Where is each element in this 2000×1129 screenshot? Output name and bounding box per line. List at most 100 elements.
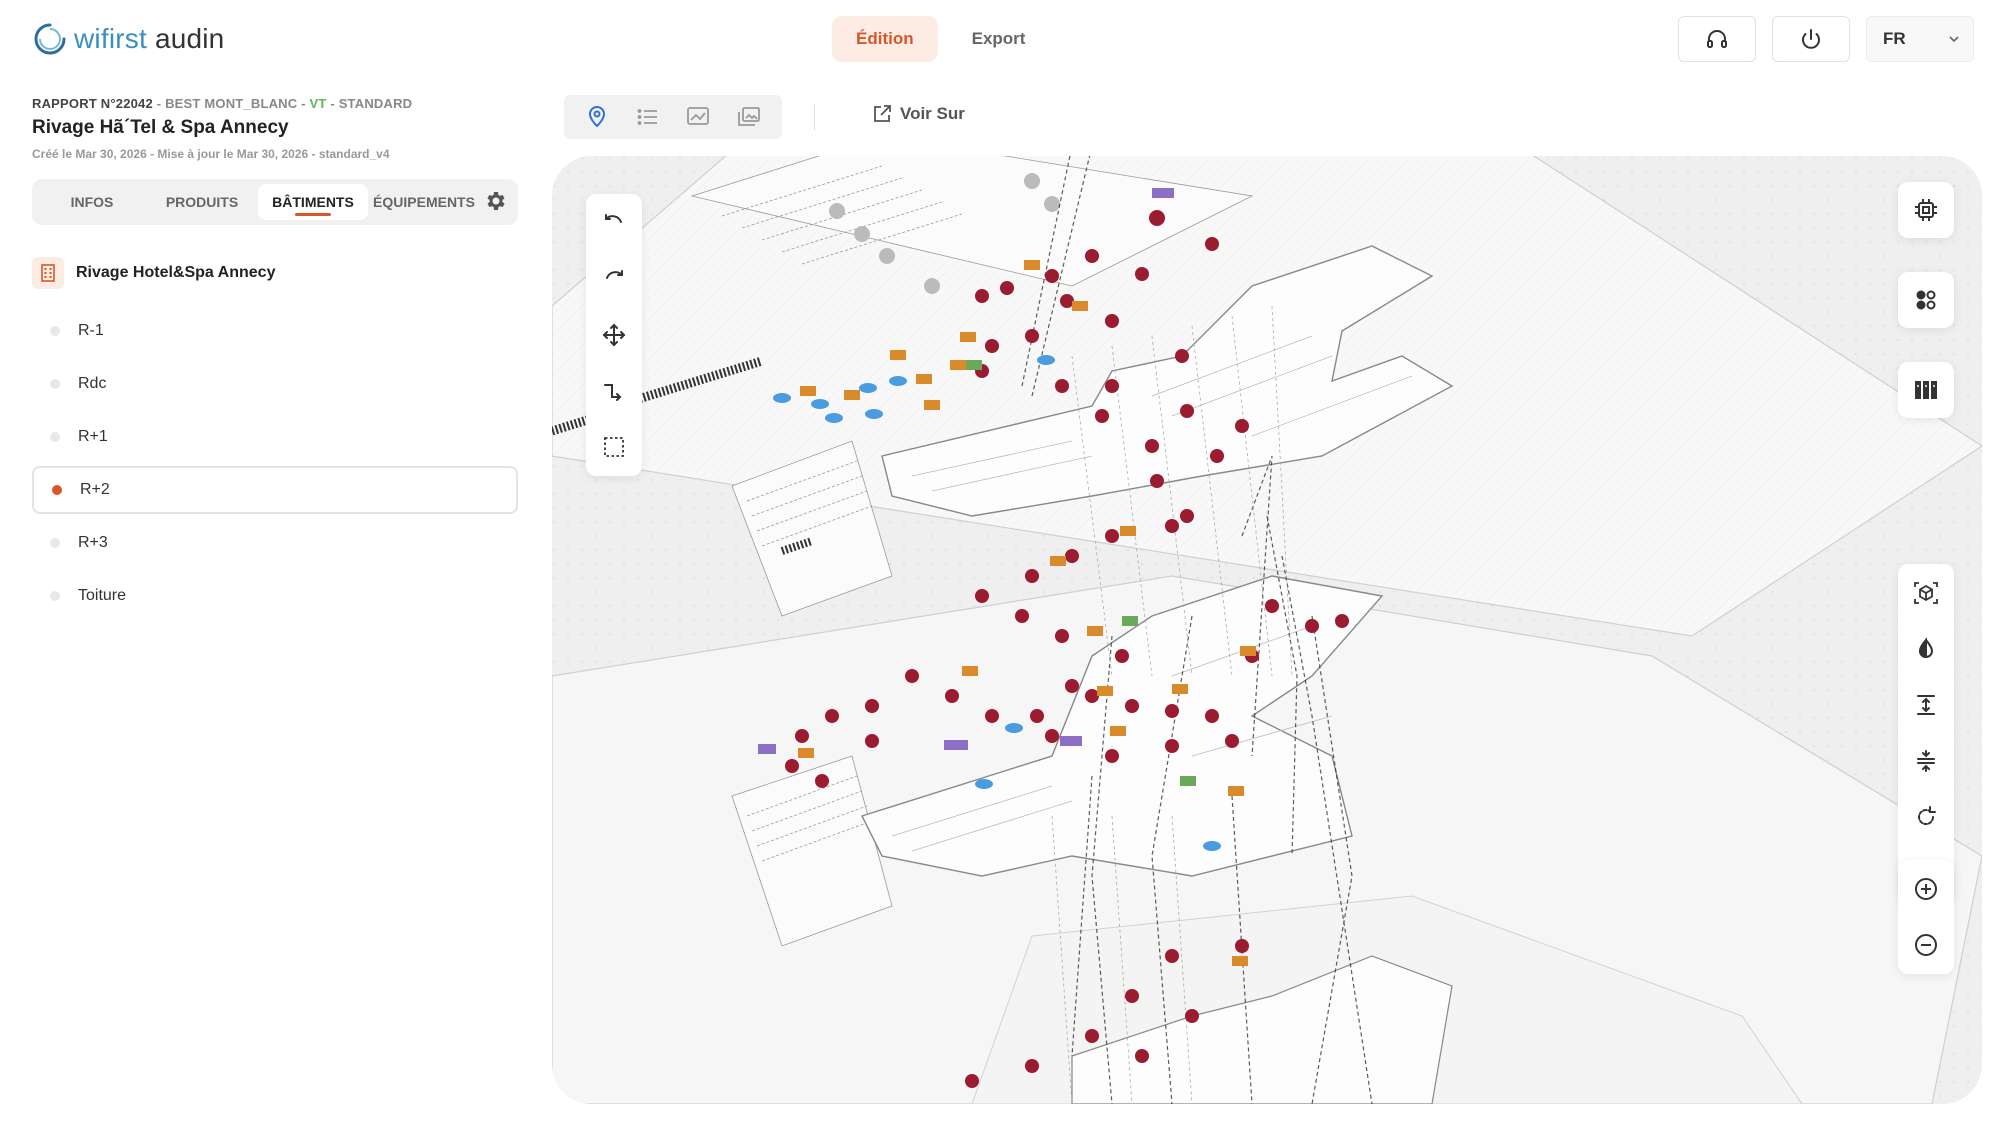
layers-columns-button[interactable] — [1898, 362, 1954, 418]
edit-tools-panel — [586, 194, 642, 476]
floor-item-rdc[interactable]: Rdc — [32, 360, 518, 408]
top-bar: wifirst audin Édition Export FR — [0, 0, 2000, 80]
building-icon — [32, 257, 64, 289]
floor-label: Rdc — [78, 375, 107, 392]
floorplan-scene — [552, 156, 1982, 1104]
floor-status-dot — [50, 591, 60, 601]
plan-sheet-top-left — [552, 156, 1254, 436]
move-tool-button[interactable] — [596, 316, 632, 354]
marquee-select-icon — [604, 437, 624, 457]
redo-icon — [606, 270, 623, 279]
report-level: STANDARD — [338, 96, 413, 111]
rotate-clockwise-button[interactable] — [1908, 798, 1944, 836]
cube-3d-icon — [1914, 582, 1938, 604]
language-value: FR — [1883, 29, 1906, 48]
rotate-cw-icon — [1918, 806, 1936, 826]
components-icon — [1916, 290, 1936, 310]
equipment-markers — [758, 188, 1256, 966]
floor-label: Toiture — [78, 587, 127, 604]
floorplan-3d-viewport[interactable] — [552, 156, 1982, 1104]
floor-status-dot — [50, 538, 60, 548]
zoom-out-button[interactable] — [1908, 926, 1944, 964]
floor-item-r1[interactable]: R+1 — [32, 413, 518, 461]
support-button[interactable] — [1678, 16, 1756, 62]
chevron-down-icon — [1949, 36, 1959, 43]
floor-status-dot — [52, 485, 62, 495]
floor-status-dot — [50, 432, 60, 442]
report-type: VT — [309, 96, 327, 111]
tab-equipements[interactable]: ÉQUIPEMENTS — [373, 194, 475, 210]
report-number: RAPPORT N°22042 — [32, 96, 153, 111]
cable-route-tool-button[interactable] — [596, 372, 632, 410]
side-tabs: INFOS PRODUITS BÂTIMENTS ÉQUIPEMENTS — [32, 179, 518, 225]
view-map-button[interactable] — [579, 98, 615, 136]
voir-sur-link[interactable]: Voir Sur — [872, 104, 965, 124]
view-gallery-button[interactable] — [731, 98, 767, 136]
expand-floors-button[interactable] — [1908, 686, 1944, 724]
contrast-button[interactable] — [1908, 630, 1944, 668]
list-icon — [637, 109, 657, 125]
logout-button[interactable] — [1772, 16, 1850, 62]
3d-view-button[interactable] — [1908, 574, 1944, 612]
floor-item-r2[interactable]: R+2 — [32, 466, 518, 514]
view-mode-toolbar — [564, 95, 782, 139]
tab-export[interactable]: Export — [971, 29, 1026, 48]
floor-label: R+1 — [78, 428, 108, 445]
plan-sheet-bottom-left — [731, 755, 893, 947]
floor-list: R-1 Rdc R+1 R+2 R+3 Toiture — [32, 307, 518, 620]
image-chart-icon — [687, 107, 710, 125]
sidebar: RAPPORT N°22042 - BEST MONT_BLANC - VT -… — [32, 96, 518, 625]
separator: - — [152, 96, 166, 111]
expand-vertical-icon — [1917, 695, 1935, 715]
floor-label: R-1 — [78, 322, 104, 339]
external-link-icon — [874, 105, 891, 122]
mode-tabs: Édition Export — [832, 16, 1049, 62]
columns-icon — [1915, 381, 1937, 399]
logo-product: audin — [154, 23, 225, 54]
headset-icon — [1707, 30, 1727, 48]
building-outline-bottom — [1071, 955, 1453, 1104]
wifirst-logo-icon — [34, 23, 66, 55]
floor-item-r3[interactable]: R+3 — [32, 519, 518, 567]
move-icon — [602, 323, 626, 347]
zoom-in-button[interactable] — [1908, 870, 1944, 908]
toolbar-divider — [814, 104, 815, 130]
view-list-button[interactable] — [630, 98, 666, 136]
gear-icon — [487, 192, 505, 210]
undo-button[interactable] — [596, 204, 632, 242]
contrast-icon — [1918, 637, 1934, 659]
separator: - — [326, 96, 339, 111]
report-line: RAPPORT N°22042 - BEST MONT_BLANC - VT -… — [32, 96, 518, 111]
settings-button[interactable] — [484, 189, 508, 218]
chip-view-button[interactable] — [1898, 182, 1954, 238]
language-select[interactable]: FR — [1866, 16, 1974, 62]
floor-item-r-1[interactable]: R-1 — [32, 307, 518, 355]
components-button[interactable] — [1898, 272, 1954, 328]
tab-edition[interactable]: Édition — [832, 16, 938, 62]
floor-label: R+2 — [80, 481, 110, 498]
voir-sur-label: Voir Sur — [900, 104, 965, 123]
map-pin-icon — [589, 106, 606, 128]
floor-label: R+3 — [78, 534, 108, 551]
floor-item-toiture[interactable]: Toiture — [32, 572, 518, 620]
route-icon — [604, 384, 622, 401]
zoom-controls-panel — [1898, 860, 1954, 974]
view-heatmap-button[interactable] — [680, 98, 716, 136]
tab-batiments[interactable]: BÂTIMENTS — [258, 184, 368, 220]
tab-infos[interactable]: INFOS — [70, 194, 114, 210]
cable-lines — [1021, 156, 1373, 1104]
report-title: Rivage Hã´Tel & Spa Annecy — [32, 117, 289, 138]
floor-status-dot — [50, 326, 60, 336]
report-client: BEST MONT_BLANC — [165, 96, 298, 111]
select-area-tool-button[interactable] — [596, 428, 632, 466]
view-controls-panel — [1898, 564, 1954, 902]
collapse-vertical-icon — [1917, 750, 1935, 772]
redo-button[interactable] — [596, 260, 632, 298]
collapse-floors-button[interactable] — [1908, 742, 1944, 780]
tab-produits[interactable]: PRODUITS — [165, 194, 239, 210]
access-point-markers — [785, 210, 1349, 1088]
logo-brand: wifirst — [74, 23, 147, 54]
building-header[interactable]: Rivage Hotel&Spa Annecy — [32, 257, 518, 289]
top-right-actions: FR — [1678, 16, 1974, 62]
zoom-in-icon — [1915, 878, 1937, 900]
